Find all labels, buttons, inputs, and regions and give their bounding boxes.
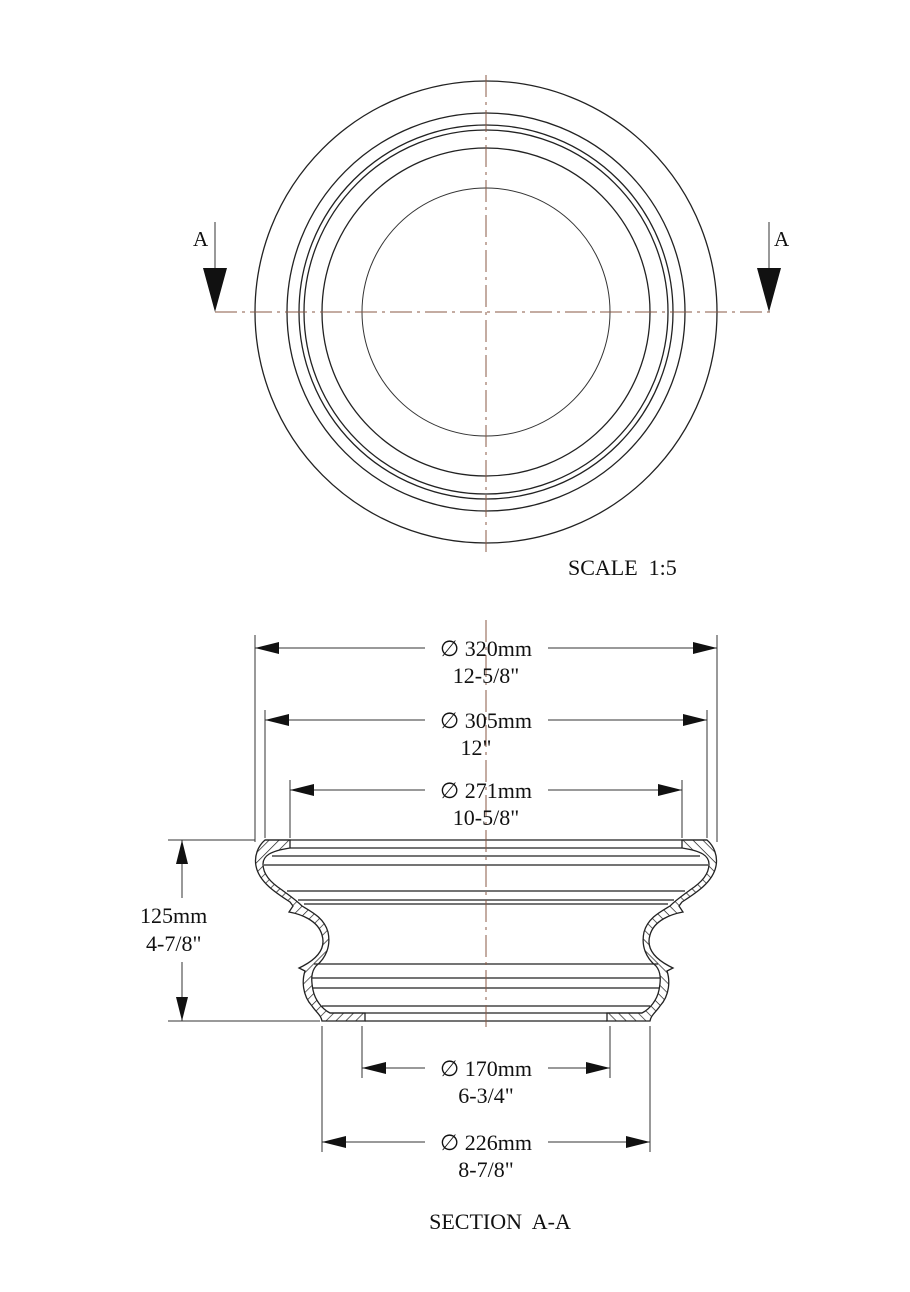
- section-profile: [254, 620, 718, 1032]
- section-arrow-right: [757, 222, 781, 312]
- svg-text:4-7/8": 4-7/8": [146, 931, 201, 956]
- svg-text:∅ 170mm: ∅ 170mm: [440, 1056, 532, 1081]
- svg-text:∅ 226mm: ∅ 226mm: [440, 1130, 532, 1155]
- svg-text:125mm: 125mm: [140, 903, 207, 928]
- section-marker-right: A: [774, 227, 790, 251]
- dim-226: ∅ 226mm 8-7/8": [322, 1130, 650, 1182]
- dim-305: ∅ 305mm 12": [265, 708, 707, 760]
- dim-height-125: 125mm 4-7/8": [140, 840, 207, 1021]
- dim-271: ∅ 271mm 10-5/8": [290, 778, 682, 830]
- dim-320: ∅ 320mm 12-5/8": [255, 636, 717, 688]
- svg-text:12-5/8": 12-5/8": [453, 663, 519, 688]
- svg-text:∅ 271mm: ∅ 271mm: [440, 778, 532, 803]
- section-arrow-left: [203, 222, 227, 312]
- svg-text:6-3/4": 6-3/4": [458, 1083, 513, 1108]
- svg-text:∅ 320mm: ∅ 320mm: [440, 636, 532, 661]
- svg-text:12": 12": [461, 735, 492, 760]
- section-title: SECTION A-A: [429, 1209, 571, 1234]
- svg-text:∅ 305mm: ∅ 305mm: [440, 708, 532, 733]
- svg-text:10-5/8": 10-5/8": [453, 805, 519, 830]
- dim-170: ∅ 170mm 6-3/4": [362, 1056, 610, 1108]
- plan-view: A A SCALE 1:5: [193, 75, 790, 580]
- section-view: ∅ 320mm 12-5/8" ∅ 305mm 12" ∅ 271mm 10-5…: [140, 620, 718, 1234]
- svg-text:8-7/8": 8-7/8": [458, 1157, 513, 1182]
- scale-label: SCALE 1:5: [568, 555, 677, 580]
- section-marker-left: A: [193, 227, 209, 251]
